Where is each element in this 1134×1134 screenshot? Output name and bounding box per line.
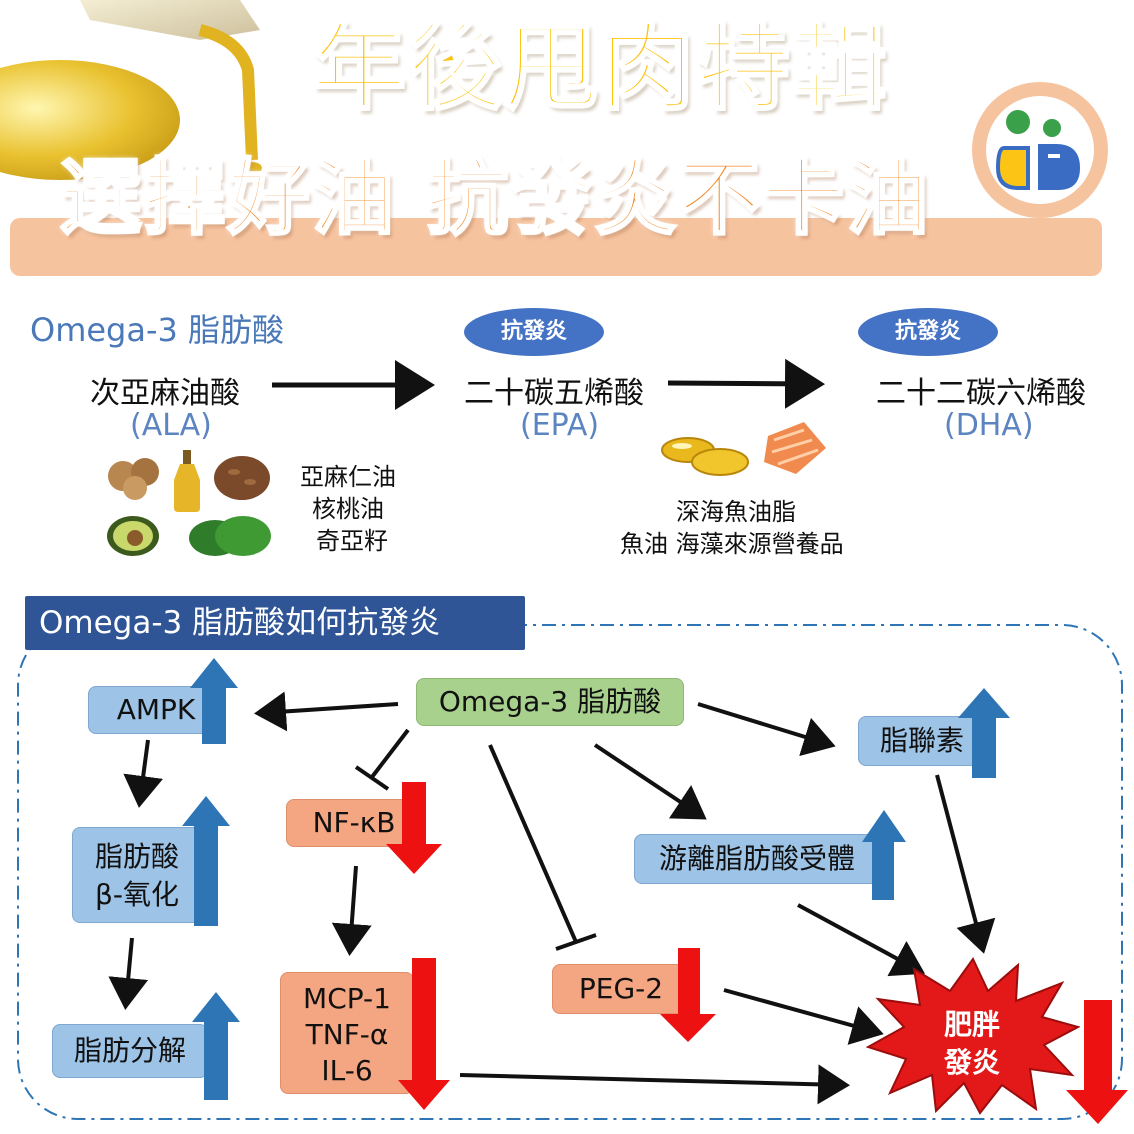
outcome-inflammation: 發炎 — [943, 1046, 1000, 1079]
plant-source-3: 奇亞籽 — [316, 527, 388, 555]
peg2-box: PEG-2 — [552, 964, 690, 1014]
dha-badge: 抗發炎 — [858, 308, 998, 356]
dha-abbr: (DHA) — [944, 408, 1034, 443]
ffar-box: 游離脂肪酸受體 — [634, 834, 880, 884]
beta-oxidation-box: 脂肪酸 β-氧化 — [72, 827, 202, 923]
outcome-obesity: 肥胖 — [943, 1008, 1000, 1041]
oil-pour-icon — [0, 0, 262, 180]
beta-ox-line1: 脂肪酸 — [94, 840, 179, 873]
header-band — [10, 218, 1102, 276]
cytokine-il6: IL-6 — [321, 1054, 373, 1087]
omega3-center-box: Omega-3 脂肪酸 — [416, 678, 684, 726]
kale-icon — [189, 516, 271, 556]
main-title: 年後甩肉特輯 — [310, 14, 888, 123]
nuts-icon — [108, 458, 159, 500]
plant-source-1: 亞麻仁油 — [300, 463, 396, 491]
lipolysis-box: 脂肪分解 — [52, 1024, 208, 1078]
cytokines-box: MCP-1 TNF-α IL-6 — [280, 972, 414, 1094]
mechanism-title: Omega-3 脂肪酸如何抗發炎 — [25, 596, 525, 650]
oil-bottle-icon — [174, 450, 200, 512]
nfkb-box: NF-κB — [286, 799, 422, 847]
adiponectin-box: 脂聯素 — [858, 716, 986, 766]
marine-source-1: 深海魚油脂 — [676, 498, 796, 526]
marine-source-2: 魚油 海藻來源營養品 — [620, 530, 844, 558]
avocado-icon — [107, 516, 159, 556]
ampk-box: AMPK — [88, 686, 224, 734]
brand-logo-icon — [972, 82, 1108, 218]
cytokine-mcp1: MCP-1 — [303, 982, 391, 1015]
beta-ox-line2: β-氧化 — [95, 878, 179, 911]
plant-source-2: 核桃油 — [312, 495, 384, 523]
dha-name: 二十二碳六烯酸 — [876, 376, 1086, 411]
ala-abbr: (ALA) — [130, 408, 212, 443]
epa-badge: 抗發炎 — [464, 308, 604, 356]
fish-oil-capsule-icon — [661, 437, 749, 476]
flaxseed-icon — [214, 456, 270, 500]
inflammation-burst-icon — [866, 957, 1080, 1115]
salmon-icon — [764, 422, 826, 474]
cytokine-tnfa: TNF-α — [305, 1018, 389, 1051]
sub-title: 選擇好油 抗發炎不卡油 — [58, 151, 931, 246]
epa-name: 二十碳五烯酸 — [464, 376, 644, 411]
ala-name: 次亞麻油酸 — [90, 376, 240, 411]
epa-abbr: (EPA) — [520, 408, 600, 443]
pathway-heading: Omega-3 脂肪酸 — [30, 311, 285, 349]
